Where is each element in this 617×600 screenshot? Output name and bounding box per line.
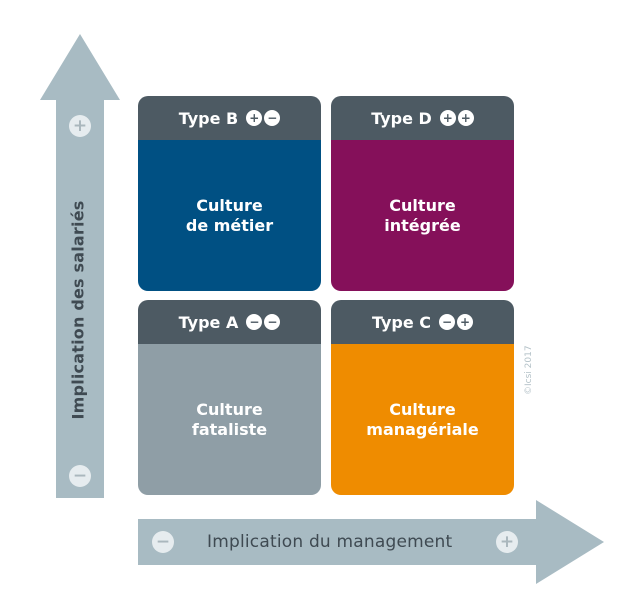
y-axis-label: Implication des salariés: [68, 200, 88, 420]
quadrant-header: Type A − −: [138, 300, 321, 344]
quadrant-header: Type D + +: [331, 96, 514, 140]
quadrant-type-label: Type D: [371, 108, 432, 128]
quadrant-signs: + −: [246, 110, 281, 126]
y-axis-minus-icon: −: [69, 465, 91, 487]
copyright-note: ©Icsi 2017: [524, 345, 534, 395]
quadrant-title-line2: managériale: [366, 419, 479, 439]
quadrant-header: Type B + −: [138, 96, 321, 140]
quadrant-header: Type C − +: [331, 300, 514, 344]
quadrant-signs: + +: [439, 110, 474, 126]
y-axis-arrow: [40, 34, 120, 498]
quadrant-title-line2: fataliste: [191, 419, 268, 439]
quadrant-body: Culture fataliste: [138, 344, 321, 495]
x-axis-plus-icon: +: [496, 531, 518, 553]
x-axis-minus-icon: −: [152, 531, 174, 553]
plus-icon: +: [439, 110, 456, 126]
plus-icon: +: [246, 110, 263, 126]
quadrant-type-label: Type C: [371, 312, 432, 332]
minus-icon: −: [264, 314, 281, 330]
quadrant-title-line2: de métier: [185, 215, 274, 235]
quadrant-signs: − +: [439, 314, 474, 330]
quadrant-signs: − −: [246, 314, 281, 330]
plus-icon: +: [457, 314, 474, 330]
quadrant-body: Culture intégrée: [331, 140, 514, 291]
quadrant-title-line1: Culture: [389, 399, 456, 419]
quadrant-type-a: Type A − − Culture fataliste: [138, 300, 321, 495]
quadrant-type-label: Type A: [178, 312, 239, 332]
quadrant-title-line2: intégrée: [384, 215, 461, 235]
minus-icon: −: [264, 110, 281, 126]
quadrant-title-line1: Culture: [196, 195, 263, 215]
x-axis-arrow: [138, 500, 604, 584]
y-axis-plus-icon: +: [69, 115, 91, 137]
minus-icon: −: [439, 314, 456, 330]
plus-icon: +: [457, 110, 474, 126]
quadrant-title-line1: Culture: [389, 195, 456, 215]
quadrant-type-b: Type B + − Culture de métier: [138, 96, 321, 291]
quadrant-body: Culture de métier: [138, 140, 321, 291]
minus-icon: −: [246, 314, 263, 330]
quadrant-type-label: Type B: [178, 108, 239, 128]
quadrant-type-c: Type C − + Culture managériale: [331, 300, 514, 495]
x-axis-label: Implication du management: [207, 532, 453, 552]
quadrant-type-d: Type D + + Culture intégrée: [331, 96, 514, 291]
quadrant-body: Culture managériale: [331, 344, 514, 495]
quadrant-title-line1: Culture: [196, 399, 263, 419]
